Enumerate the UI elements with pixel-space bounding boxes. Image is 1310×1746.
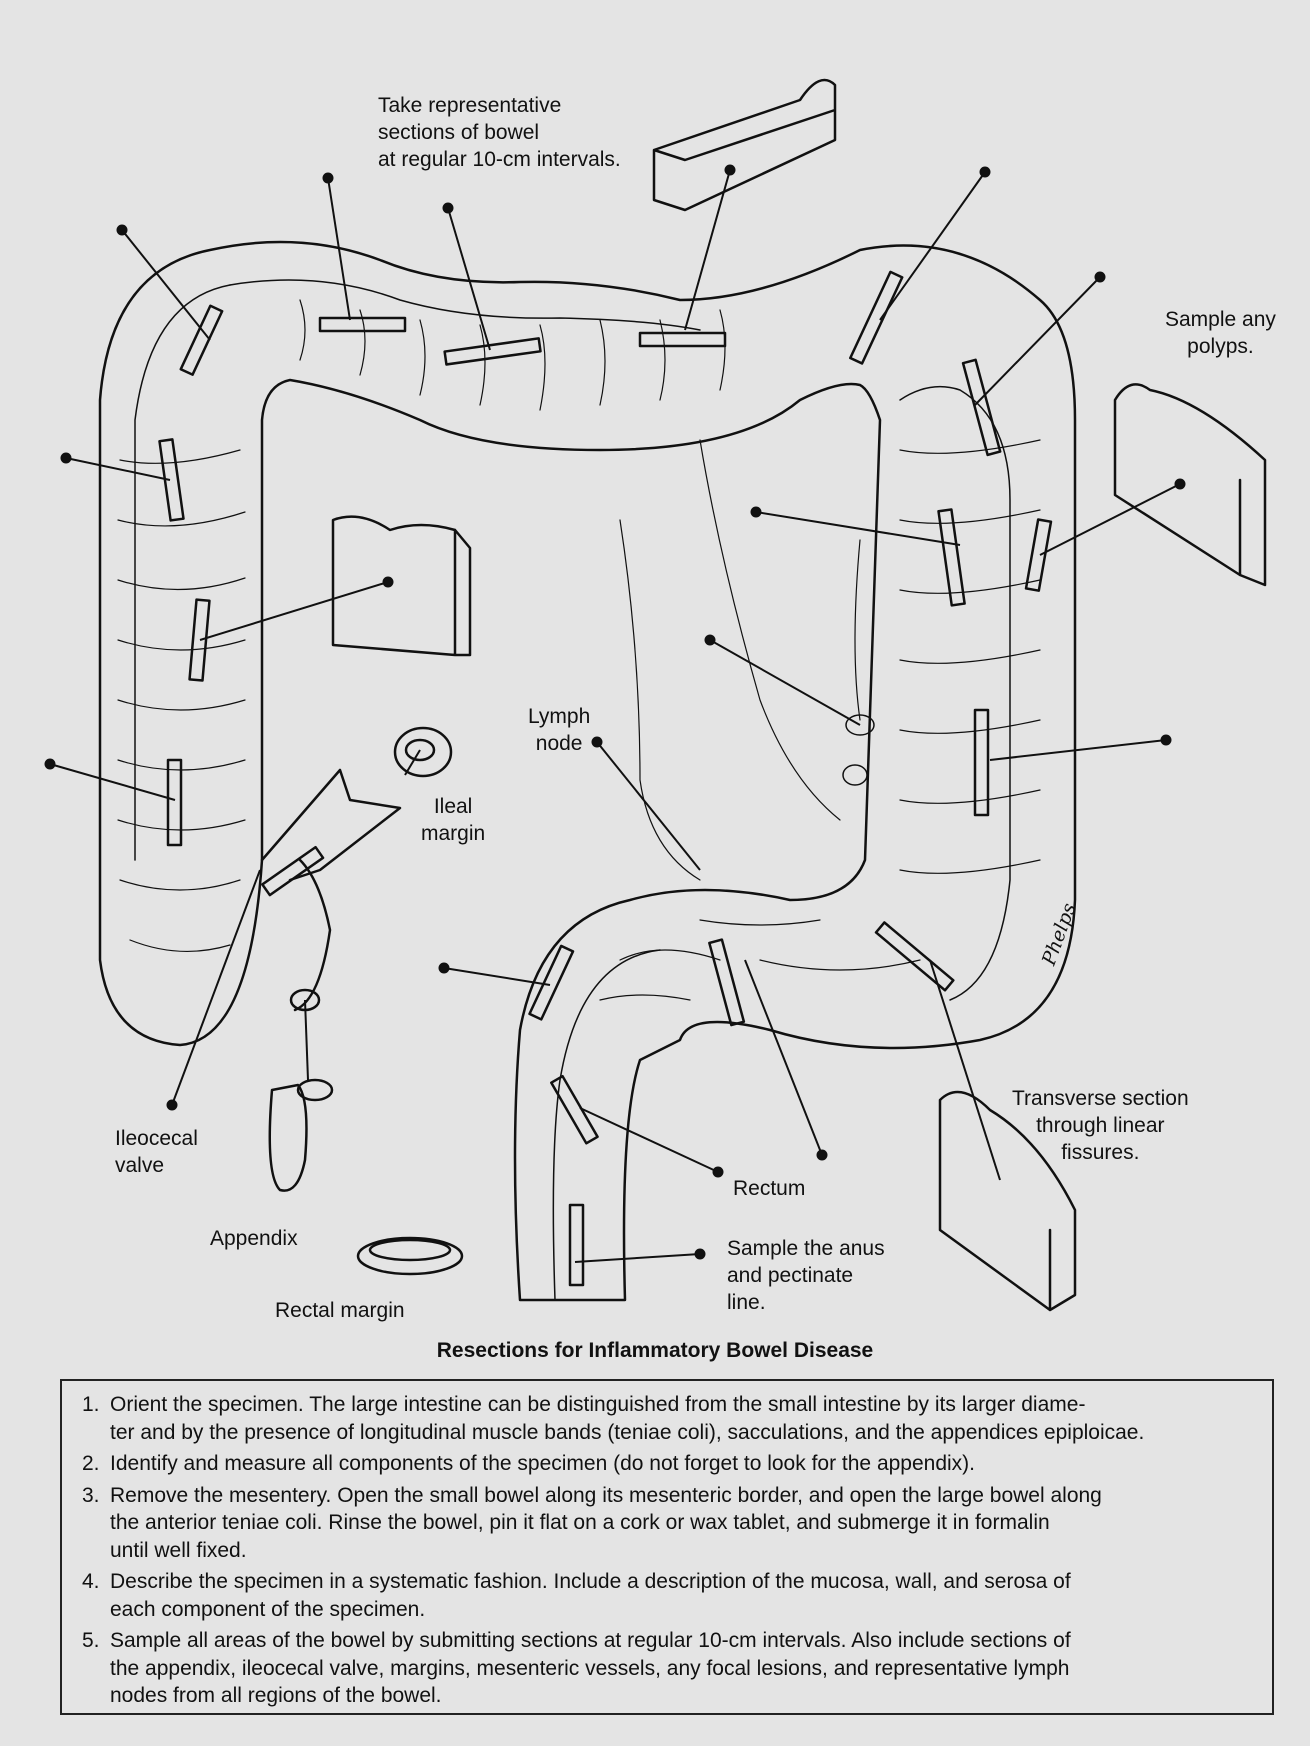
label-appendix: Appendix [210,1227,298,1250]
step-number: 3. [82,1483,100,1507]
step-text: Identify and measure all components of t… [110,1452,976,1475]
step-number: 5. [82,1629,100,1652]
label-take-sections: Take representative sections of bowel at… [378,94,621,171]
step-text: Describe the specimen in a systematic fa… [110,1570,1071,1621]
label-rectum: Rectum [733,1177,806,1200]
step-number: 2. [82,1452,100,1475]
ileal-margin-ring [393,726,453,778]
label-ileal-margin: Ileal margin [421,795,486,845]
step-number: 1. [82,1393,100,1416]
step-item: 2. Identify and measure all components o… [82,1450,1258,1478]
label-sample-anus: Sample the anus and pectinate line. [727,1237,885,1314]
colon-drawing [44,78,1267,1312]
label-ileocecal-valve: Ileocecal valve [115,1127,198,1177]
step-item: 3. Remove the mesentery. Open the small … [82,1482,1258,1565]
rectal-margin-ring [356,1236,464,1276]
label-transverse-section: Transverse section through linear fissur… [1012,1087,1189,1164]
tissue-block-left [331,515,472,657]
tissue-block-fissures [938,1090,1077,1312]
instructions-box: 1. Orient the specimen. The large intest… [60,1379,1274,1715]
label-rectal-margin: Rectal margin [275,1299,405,1322]
ileum-outline [260,768,402,882]
tissue-block-top [652,78,837,212]
step-text: Sample all areas of the bowel by submitt… [110,1629,1071,1707]
label-sample-polyps: Sample any polyps. [1165,308,1276,358]
appendix-outline [268,1083,308,1192]
step-text: Orient the specimen. The large intestine… [110,1393,1145,1444]
step-text: Remove the mesentery. Open the small bow… [110,1483,1102,1562]
colon-outline [98,240,1077,1302]
bowel-resection-illustration: Take representative sections of bowel at… [44,78,1276,1322]
label-lymph-node: Lymph node [528,705,591,755]
step-number: 4. [82,1570,100,1593]
tissue-block-polyps [1113,383,1267,587]
step-item: 1. Orient the specimen. The large intest… [82,1391,1258,1446]
step-item: 4. Describe the specimen in a systematic… [82,1568,1258,1623]
step-item: 5. Sample all areas of the bowel by subm… [82,1627,1258,1710]
figure-caption: Resections for Inflammatory Bowel Diseas… [436,1339,874,1362]
